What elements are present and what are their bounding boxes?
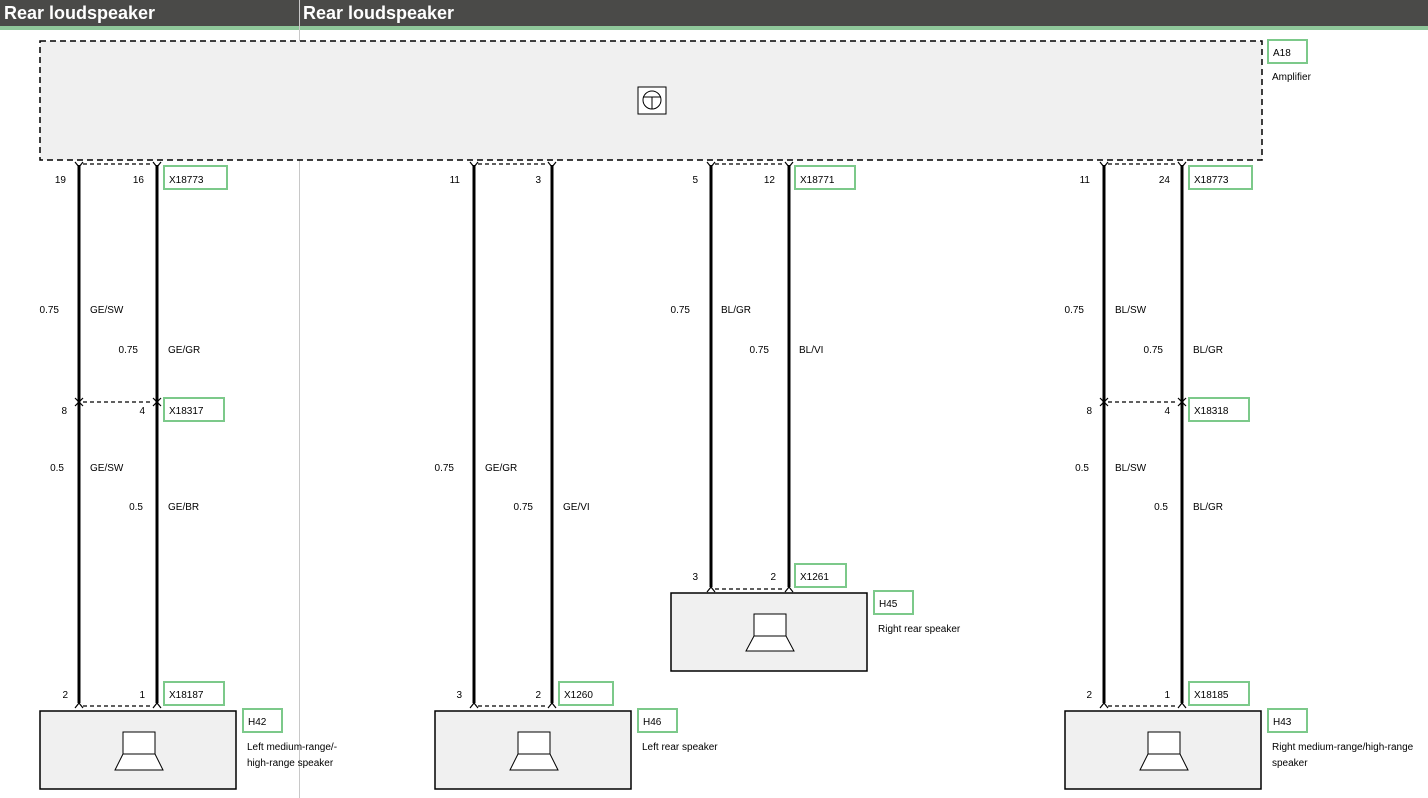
component-name: Right rear speaker [878,624,961,635]
connector-id: X18773 [169,175,204,186]
connector-label-mid-right[interactable] [1188,397,1250,422]
component-name: high-range speaker [247,758,334,769]
component-name: Left rear speaker [642,742,718,753]
wire-size: 0.5 [1154,502,1168,513]
component-label-h46[interactable] [637,708,678,733]
pin-number: 3 [456,690,462,701]
wire-size: 0.75 [119,345,139,356]
pin-number: 2 [535,690,541,701]
component-name: Left medium-range/- [247,742,337,753]
panel-divider [299,0,300,798]
connector-id: X1260 [564,690,593,701]
wire-size: 0.5 [1075,463,1089,474]
wire-size: 0.5 [50,463,64,474]
pin-number: 12 [764,175,776,186]
connector-id: X1261 [800,572,829,583]
connector-label-h43[interactable] [1188,681,1250,706]
pin-number: 8 [61,406,67,417]
pin-number: 11 [450,175,461,186]
amplifier-symbol-icon [637,86,667,115]
connector-id: X18317 [169,406,204,417]
component-id: H45 [879,599,898,610]
component-label-h42[interactable] [242,708,283,733]
speaker-icon [745,613,795,652]
connector-label-h46[interactable] [558,681,614,706]
title-bar: Rear loudspeaker Rear loudspeaker [0,0,1428,30]
left-panel-title: Rear loudspeaker [4,3,156,23]
connector-label-mid-left[interactable] [163,397,225,422]
connector-marks [74,161,1187,709]
pin-number: 16 [133,175,145,186]
component-id: H43 [1273,717,1292,728]
pin-number: 4 [139,406,145,417]
wire-color: GE/GR [485,463,517,474]
wire-color: BL/GR [721,305,751,316]
connector-id: X18771 [800,175,835,186]
wire-color: GE/BR [168,502,199,513]
wire-size: 0.75 [750,345,770,356]
wire-size: 0.75 [1065,305,1085,316]
pin-number: 19 [55,175,67,186]
component-label-h43[interactable] [1267,708,1308,733]
wire-color: GE/SW [90,463,124,474]
connector-label-amp-left[interactable] [163,165,228,190]
connector-label-amp-mid[interactable] [794,165,856,190]
component-name: speaker [1272,758,1308,769]
wire-size: 0.5 [129,502,143,513]
wire-color: BL/VI [799,345,823,356]
wire-size: 0.75 [435,463,455,474]
wire-group [77,165,1184,703]
speaker-icon [509,731,559,771]
connector-label-amp-right[interactable] [1188,165,1253,190]
pin-number: 2 [770,572,776,583]
pin-number: 1 [139,690,145,701]
amplifier-name: Amplifier [1272,72,1312,83]
wire-color: GE/SW [90,305,124,316]
component-label-h45[interactable] [873,590,914,615]
pin-number: 3 [535,175,541,186]
wire-size: 0.75 [514,502,534,513]
speaker-icon [114,731,164,771]
main-panel-title: Rear loudspeaker [303,3,455,23]
wire-size: 0.75 [1144,345,1164,356]
pin-number: 3 [692,572,698,583]
pin-number: 4 [1164,406,1170,417]
amplifier-id: A18 [1273,48,1291,59]
connector-label-h45[interactable] [794,563,847,588]
connector-id: X18185 [1194,690,1229,701]
component-id: H42 [248,717,267,728]
pin-number: 2 [62,690,68,701]
pin-number: 11 [1080,175,1091,186]
pin-number: 5 [692,175,698,186]
connector-id: X18773 [1194,175,1229,186]
component-id: H46 [643,717,662,728]
connector-id: X18318 [1194,406,1229,417]
wire-color: BL/GR [1193,502,1223,513]
wire-color: GE/VI [563,502,590,513]
pin-number: 24 [1159,175,1171,186]
connector-label-h42[interactable] [163,681,225,706]
wire-color: GE/GR [168,345,200,356]
wire-color: BL/SW [1115,463,1147,474]
pin-number: 1 [1164,690,1170,701]
wire-size: 0.75 [40,305,60,316]
wire-color: BL/GR [1193,345,1223,356]
wire-color: BL/SW [1115,305,1147,316]
pin-number: 2 [1086,690,1092,701]
amplifier-id-label[interactable] [1267,39,1308,64]
connector-id: X18187 [169,690,204,701]
speaker-icon [1139,731,1189,771]
wire-size: 0.75 [671,305,691,316]
component-name: Right medium-range/high-range [1272,742,1414,753]
pin-number: 8 [1086,406,1092,417]
